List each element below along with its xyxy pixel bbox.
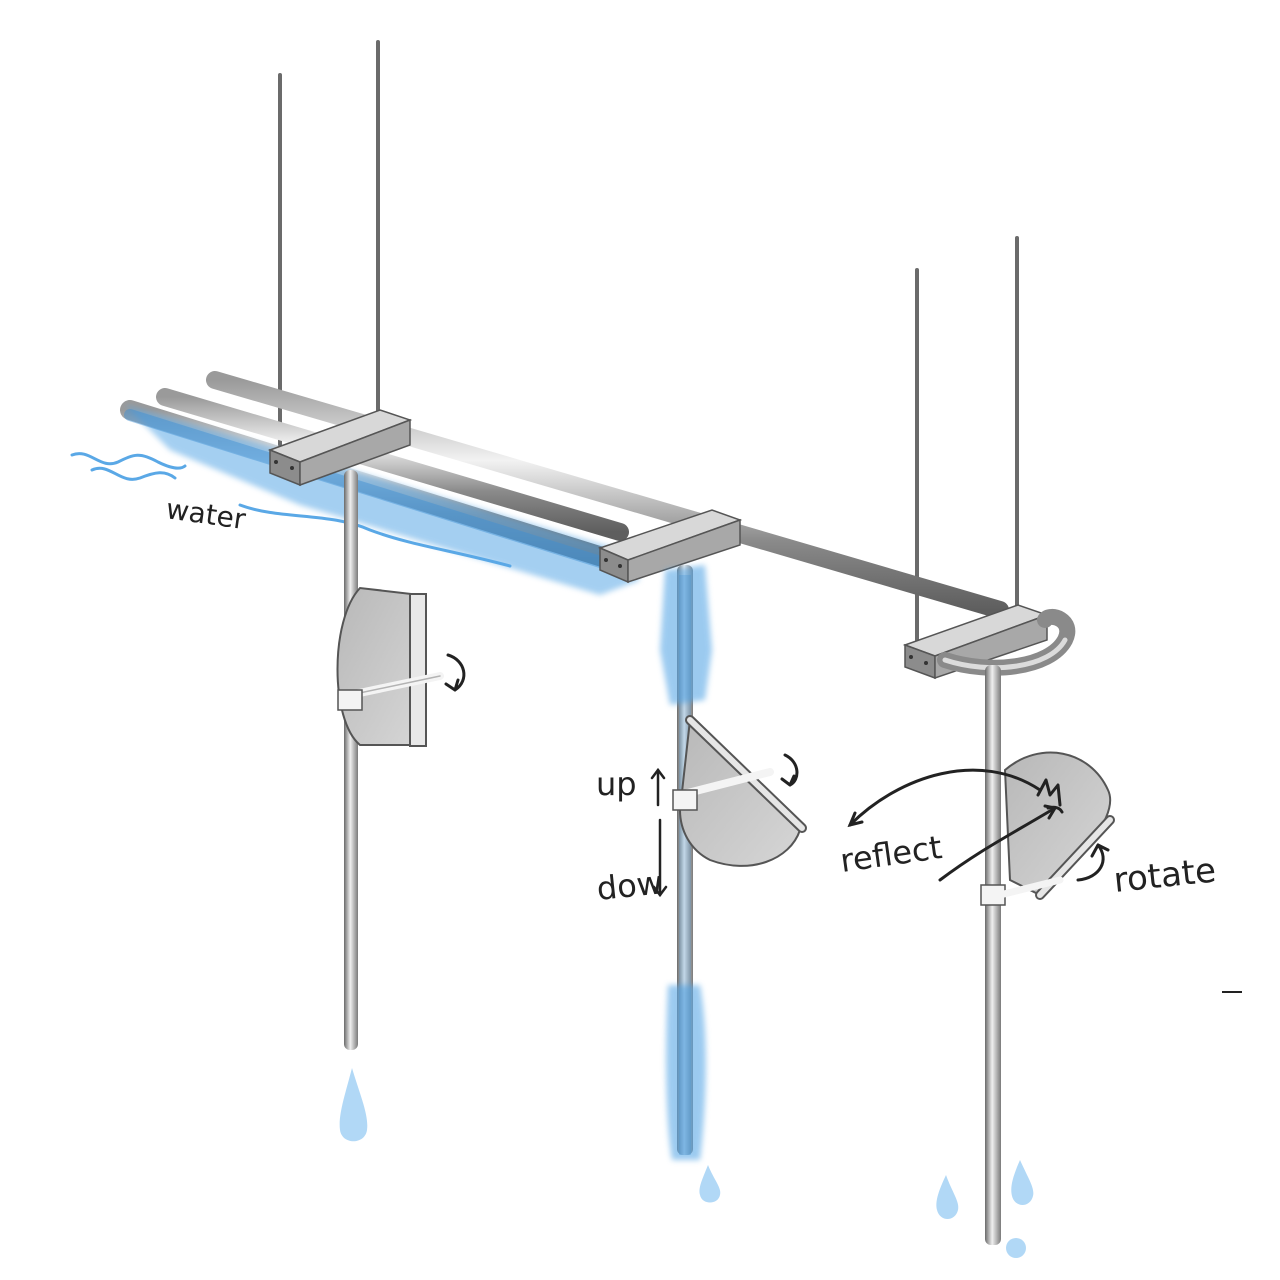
clamp-bracket-middle	[597, 509, 743, 584]
clamp-bracket-left	[267, 409, 413, 487]
water-highlight	[124, 409, 616, 571]
reflect-arrow-icon	[847, 768, 1058, 882]
reflector-panel-right	[980, 751, 1115, 906]
water-flow-on-rails	[124, 405, 640, 595]
water-drop-icon	[1011, 1160, 1034, 1205]
pole-right	[985, 665, 1001, 1245]
label-rotate: rotate	[1112, 850, 1218, 900]
rotation-arrow-icon-middle	[780, 753, 799, 787]
rotation-arrow-icon-right	[1076, 843, 1110, 882]
water-drop-icon	[936, 1175, 959, 1219]
water-sheet	[125, 405, 640, 595]
water-drops	[339, 1068, 1034, 1258]
rotation-arrow-icon-left	[444, 653, 466, 692]
reflector-panel-middle	[672, 715, 807, 867]
label-water: water	[164, 492, 248, 536]
reflector-panel-left	[336, 586, 444, 747]
rail-middle	[156, 388, 629, 541]
water-down-middle-pole	[660, 565, 712, 1160]
suspension-wires	[278, 40, 1019, 642]
down-arrow-icon	[652, 818, 668, 898]
rail-back	[206, 371, 1009, 619]
water-drop-icon	[1006, 1238, 1026, 1258]
up-arrow-icon	[650, 767, 666, 807]
water-drop-icon	[339, 1068, 368, 1142]
pole-left	[344, 470, 358, 1050]
water-drop-icon	[699, 1165, 721, 1203]
label-up: up	[596, 765, 637, 803]
label-down: dow	[595, 863, 665, 908]
label-reflect: reflect	[838, 828, 944, 880]
water-wave-lines	[70, 452, 512, 568]
